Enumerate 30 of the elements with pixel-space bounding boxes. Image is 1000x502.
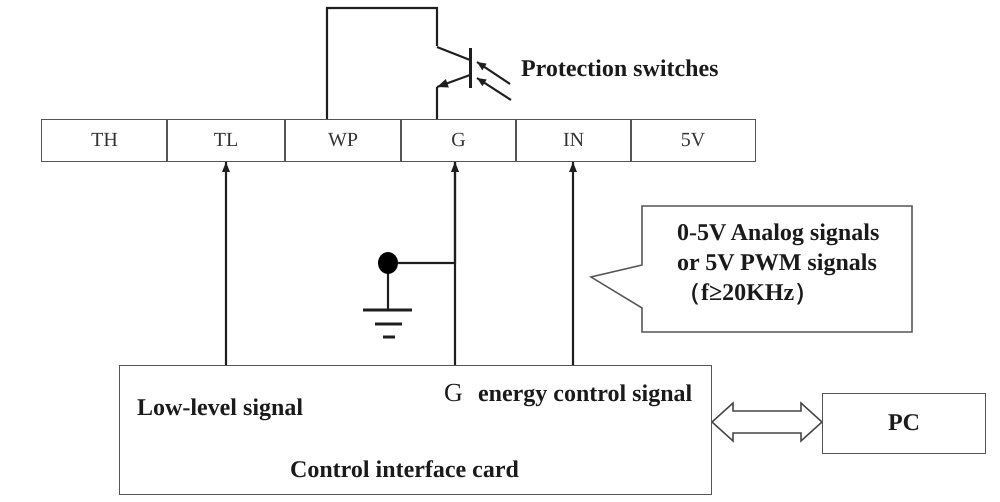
arrow <box>222 162 230 365</box>
block-double-arrow <box>710 401 824 443</box>
ground-symbol <box>362 252 413 341</box>
callout-bubble <box>590 205 913 333</box>
component-label: Protection switches <box>521 56 719 84</box>
terminal-label: 5V <box>680 129 706 152</box>
phototransistor-symbol <box>436 46 513 102</box>
terminal-cell <box>166 119 286 162</box>
wire <box>326 6 438 119</box>
terminal-label: WP <box>328 129 358 152</box>
arrow <box>569 162 577 365</box>
callout-text: 0-5V Analog signals or 5V PWM signals （f≥20KHz） <box>677 219 880 308</box>
terminal-cell <box>630 119 756 162</box>
pc-label: PC <box>888 410 920 438</box>
card-title: Control interface card <box>290 457 519 485</box>
terminal-cell <box>284 119 402 162</box>
terminal-label: G <box>451 129 466 152</box>
pin-label: G <box>444 378 463 408</box>
signal-label: Low-level signal <box>137 395 303 423</box>
wire <box>436 87 438 119</box>
signal-label: energy control signal <box>478 381 692 409</box>
arrow <box>413 162 459 264</box>
terminal-label: TH <box>91 129 118 152</box>
terminal-cell <box>400 119 517 162</box>
terminal-cell <box>515 119 632 162</box>
terminal-label: IN <box>562 129 584 152</box>
pc-box <box>822 393 986 454</box>
terminal-cell <box>41 119 168 162</box>
interface-card <box>119 365 712 495</box>
terminal-label: TL <box>214 129 238 152</box>
